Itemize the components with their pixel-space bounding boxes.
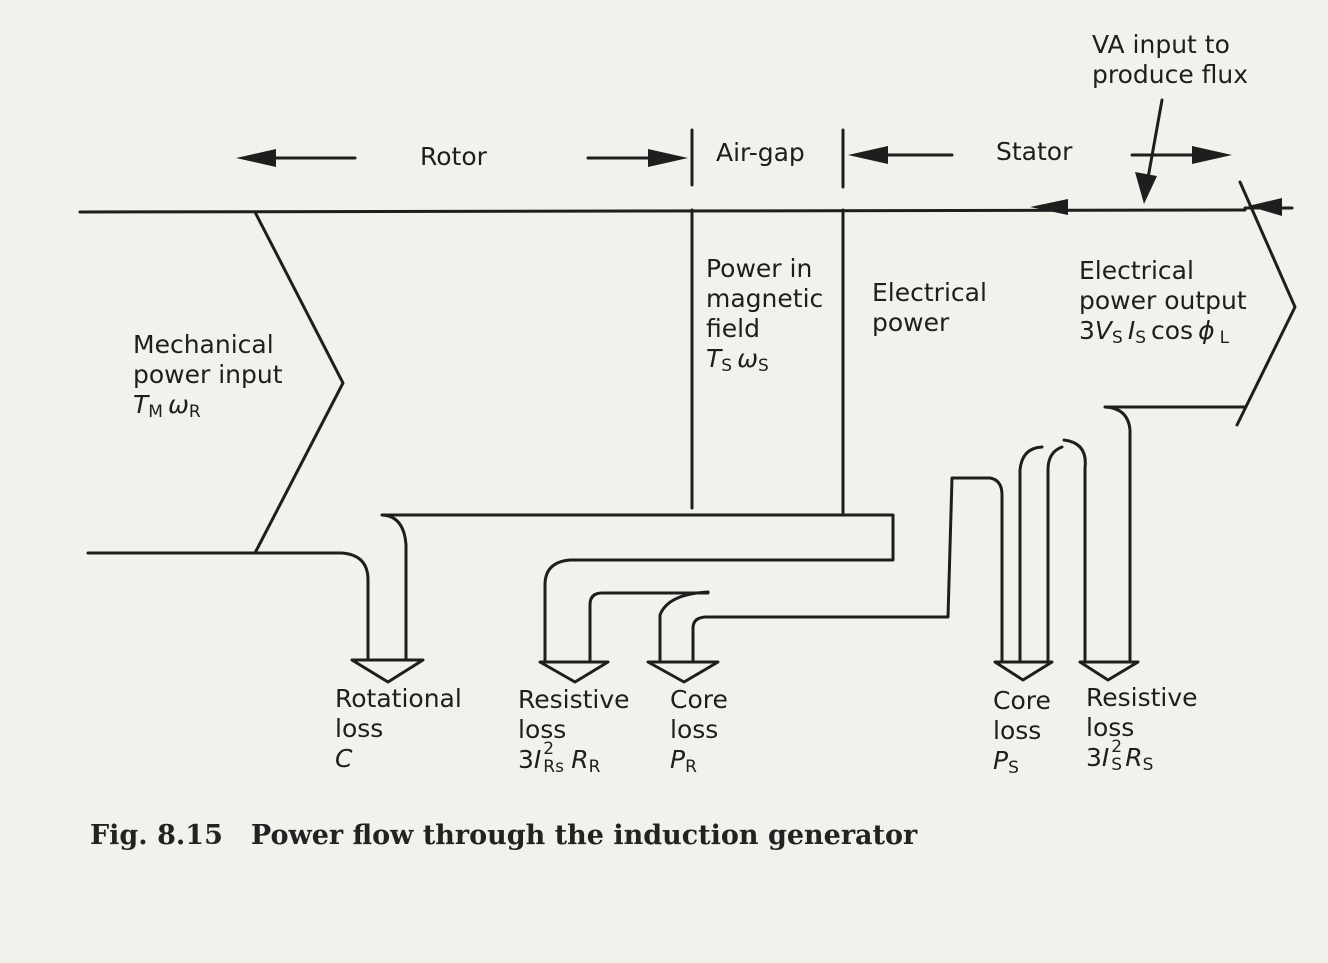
stator-resistive-loss-arrowhead [1078, 660, 1140, 682]
stator-core-loss-label: Core loss PS [993, 686, 1051, 778]
rotor-core-loss-outer-path [658, 590, 710, 664]
stator-left-arrow [848, 146, 954, 164]
stator-core-loss-paths [1018, 445, 1064, 664]
rotor-core-loss-arrowhead [646, 660, 720, 684]
reactive-flow-left-arrowhead [1030, 199, 1068, 215]
magnetic-field-label: Power in magnetic field TS ωS [706, 254, 824, 376]
rotor-right-arrow [586, 149, 688, 167]
rotor-core-loss-inner-path [691, 476, 1004, 664]
rotor-core-loss-label: Core loss PR [670, 685, 728, 777]
air-gap-label: Air-gap [716, 138, 805, 167]
va-input-arrow [1135, 98, 1164, 204]
rotational-loss-label: Rotational loss C [335, 684, 462, 773]
rotor-resistive-loss-arrowhead [538, 660, 610, 684]
va-input-label: VA input to produce flux [1092, 30, 1249, 89]
stator-label: Stator [996, 137, 1073, 166]
electrical-output-label: Electrical power output 3VS IS cos ϕ L [1079, 256, 1247, 348]
rotor-resistive-loss-inner-path [588, 591, 710, 664]
rotational-loss-inner-path [380, 513, 895, 664]
rotational-loss-arrowhead [350, 658, 425, 684]
stator-right-arrow [1130, 146, 1232, 164]
mechanical-input-chevron [253, 210, 345, 555]
figure-number: Fig. 8.15 [90, 820, 223, 851]
mechanical-input-label: Mechanical power input TM ωR [133, 330, 283, 422]
electrical-output-chevron [1235, 180, 1297, 427]
rotor-left-arrow [236, 149, 357, 167]
figure-title: Power flow through the induction generat… [250, 820, 918, 851]
stator-core-loss-arrowhead [993, 660, 1054, 682]
figure-caption: Fig. 8.15 Power flow through the inductio… [90, 820, 917, 851]
electrical-power-label: Electrical power [872, 278, 987, 337]
rotor-label: Rotor [420, 142, 487, 171]
stator-resistive-loss-paths [1062, 405, 1247, 664]
rotational-loss-outer-path [86, 551, 370, 662]
